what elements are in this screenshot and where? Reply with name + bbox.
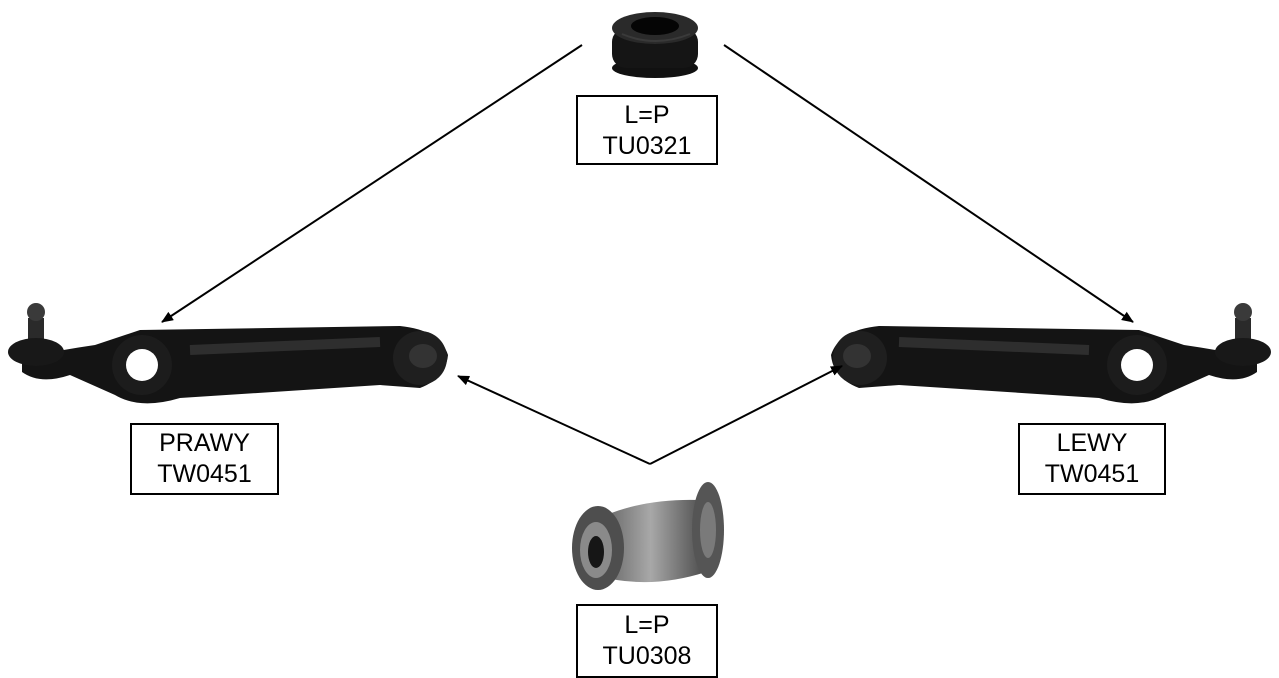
left-arm-code: TW0451 (1044, 460, 1140, 488)
bottom-bushing-image (572, 482, 724, 590)
arrow-top-to-left-arm (723, 44, 1134, 323)
top-bushing-image (612, 12, 698, 78)
arrow-bottom-to-right-arm (457, 375, 651, 465)
top-bushing-code: TU0321 (602, 132, 692, 160)
top-bushing-label: L=P TU0321 (576, 95, 718, 165)
right-control-arm-image (8, 303, 448, 404)
top-bushing-side: L=P (624, 101, 670, 129)
right-arm-code: TW0451 (157, 460, 252, 488)
arrow-bottom-to-left-arm (649, 365, 843, 465)
bottom-bushing-code: TU0308 (602, 642, 692, 670)
right-arm-side: PRAWY (159, 429, 250, 457)
left-arm-side: LEWY (1056, 429, 1128, 457)
bottom-bushing-label: L=P TU0308 (576, 604, 718, 678)
right-arm-label: PRAWY TW0451 (130, 423, 279, 495)
arrow-top-to-right-arm (161, 44, 583, 323)
bottom-bushing-side: L=P (624, 611, 670, 639)
left-control-arm-image (831, 303, 1271, 404)
left-arm-label: LEWY TW0451 (1018, 423, 1166, 495)
